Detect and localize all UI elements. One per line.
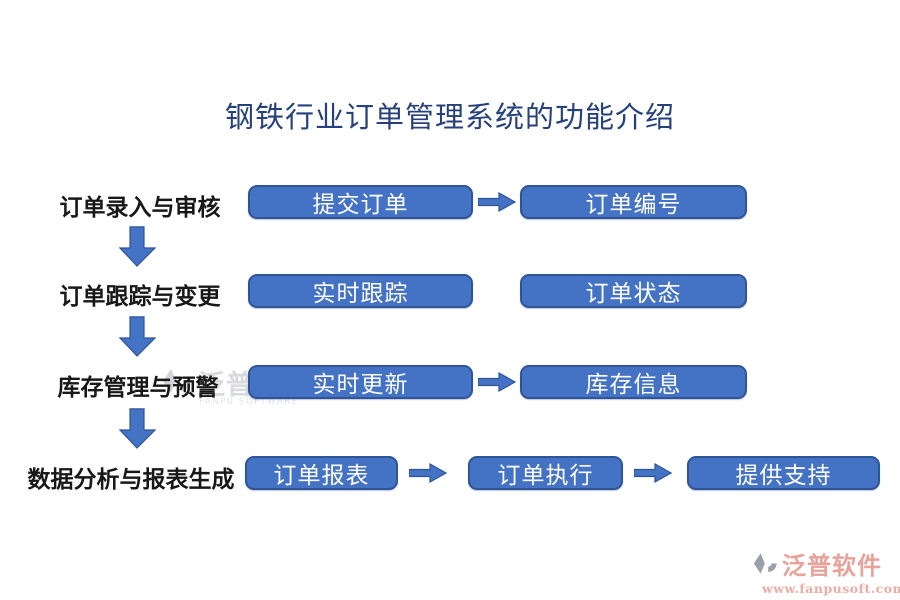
right-arrow-icon — [478, 192, 516, 212]
row-label-data-analysis: 数据分析与报表生成 — [27, 466, 235, 493]
fanpu-logo-icon — [753, 550, 780, 577]
fanpu-logo-icon — [162, 365, 194, 401]
node-submit-order: 提交订单 — [248, 185, 473, 219]
row-label-order-entry: 订单录入与审核 — [59, 194, 221, 221]
node-order-report: 订单报表 — [245, 456, 398, 490]
node-realtime-tracking: 实时跟踪 — [248, 274, 473, 308]
watermark-tagline: FANPU SOFTWARE — [199, 397, 299, 407]
down-arrow-icon — [119, 408, 156, 449]
down-arrow-icon — [119, 226, 156, 267]
node-provide-support: 提供支持 — [687, 456, 880, 490]
down-arrow-icon — [119, 316, 156, 357]
right-arrow-icon — [478, 372, 516, 392]
row-label-inventory: 库存管理与预警 — [57, 374, 219, 401]
page-title: 钢铁行业订单管理系统的功能介绍 — [224, 100, 675, 134]
footer-brand: 泛普软件 www.fanpusoft.com — [753, 546, 900, 596]
node-order-status: 订单状态 — [520, 274, 747, 308]
footer-brand-text: 泛普软件 — [782, 551, 882, 580]
node-order-execution: 订单执行 — [468, 456, 623, 490]
node-order-number: 订单编号 — [520, 185, 747, 219]
row-label-order-tracking: 订单跟踪与变更 — [59, 283, 221, 310]
right-arrow-icon — [634, 463, 672, 483]
node-inventory-info: 库存信息 — [520, 365, 747, 399]
node-realtime-update: 实时更新 — [248, 365, 473, 399]
right-arrow-icon — [409, 463, 447, 483]
footer-brand-url: www.fanpusoft.com — [762, 581, 900, 596]
